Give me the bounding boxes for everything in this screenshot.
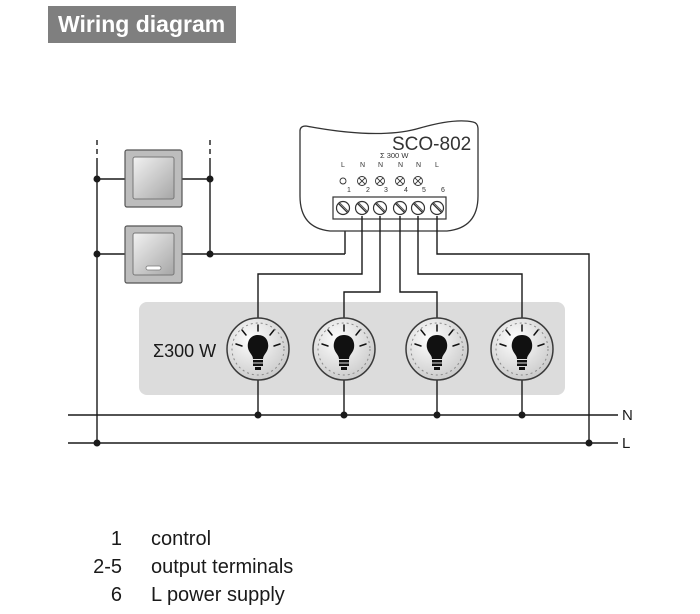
terminal-letter: N bbox=[398, 162, 403, 169]
terminal-letter: N bbox=[360, 162, 365, 169]
terminal-screw-5 bbox=[410, 200, 426, 216]
lamp-icon bbox=[312, 317, 376, 381]
wall-switch-top bbox=[124, 149, 183, 208]
wall-switch-bottom bbox=[124, 225, 183, 284]
terminal-screw-3 bbox=[372, 200, 388, 216]
legend-row: 2-5 output terminals bbox=[80, 556, 380, 584]
legend-description: L power supply bbox=[151, 584, 285, 606]
terminal-letter: N bbox=[378, 162, 383, 169]
lamp-icon bbox=[226, 317, 290, 381]
terminal-letter: L bbox=[341, 162, 345, 169]
terminal-number: 1 bbox=[347, 187, 351, 194]
legend-number: 6 bbox=[110, 584, 122, 606]
terminal-number: 2 bbox=[366, 187, 370, 194]
live-bus-label: L bbox=[622, 435, 630, 452]
control-input-icon bbox=[339, 177, 347, 185]
terminal-letter: L bbox=[435, 162, 439, 169]
output-indicator-icon bbox=[357, 176, 367, 186]
neutral-bus-label: N bbox=[622, 407, 633, 424]
terminal-letter: N bbox=[416, 162, 421, 169]
diagram-title: Wiring diagram bbox=[48, 6, 236, 43]
switch-wiring bbox=[96, 140, 346, 443]
sco-802-module: SCO-802 Σ 300 W L 1 N 2 N 3 N 4 N 5 L 6 bbox=[299, 120, 479, 232]
lamp-icon bbox=[405, 317, 469, 381]
terminal-screw-1 bbox=[335, 200, 351, 216]
legend-row: 1 control bbox=[80, 528, 380, 556]
terminal-number: 3 bbox=[384, 187, 388, 194]
terminal-number: 4 bbox=[404, 187, 408, 194]
output-indicator-icon bbox=[413, 176, 423, 186]
device-model: SCO-802 bbox=[392, 134, 471, 155]
output-indicator-icon bbox=[375, 176, 385, 186]
load-power-label: Σ300 W bbox=[153, 341, 216, 361]
legend-description: control bbox=[151, 528, 212, 550]
terminal-screw-6 bbox=[429, 200, 445, 216]
legend-description: output terminals bbox=[151, 556, 294, 578]
output-indicator-icon bbox=[395, 176, 405, 186]
terminal-number: 6 bbox=[441, 187, 445, 194]
legend-number: 1 bbox=[110, 528, 122, 550]
terminal-screw-4 bbox=[392, 200, 408, 216]
legend-number: 2-5 bbox=[93, 556, 122, 578]
legend-row: 6 L power supply bbox=[80, 584, 380, 612]
device-power-rating: Σ 300 W bbox=[380, 151, 409, 160]
terminal-number: 5 bbox=[422, 187, 426, 194]
lamp-icon bbox=[490, 317, 554, 381]
terminal-screw-2 bbox=[354, 200, 370, 216]
output-wiring bbox=[257, 216, 590, 443]
legend: 1 control 2-5 output terminals 6 L power… bbox=[80, 528, 380, 612]
